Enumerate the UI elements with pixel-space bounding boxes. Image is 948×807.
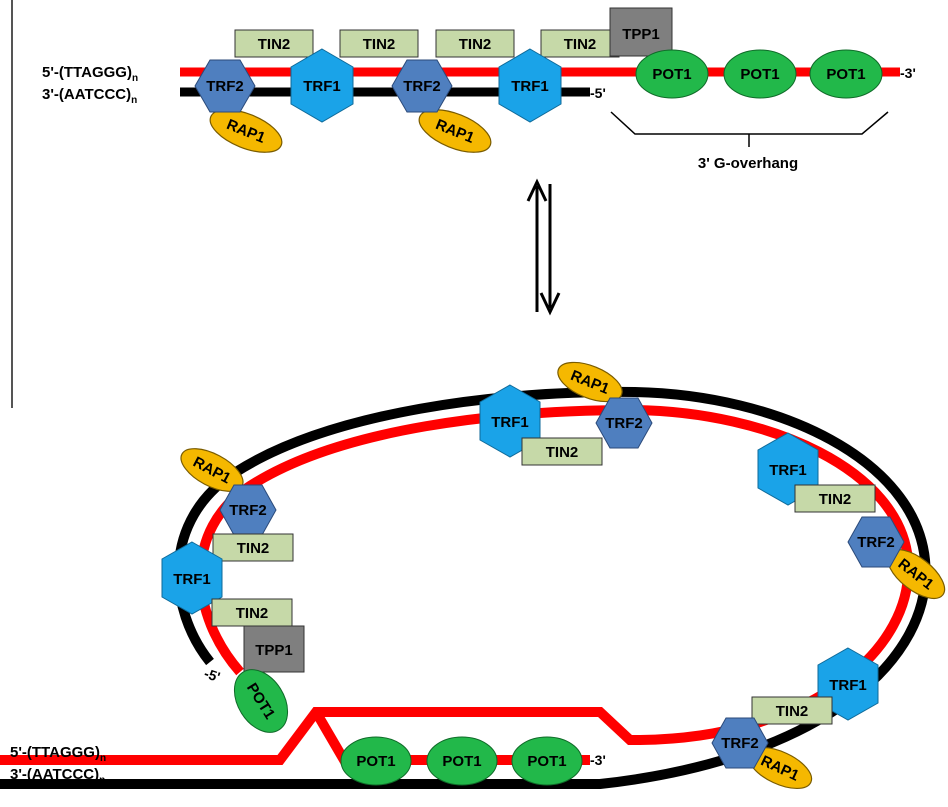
tin2-linear-4-label: TIN2 [564,36,597,53]
trf1-linear-2-label: TRF1 [511,78,549,95]
trf2-linear-2-label: TRF2 [403,78,441,95]
tpp1-loop-left-label: TPP1 [255,642,293,659]
loop-bottom-strand-label: 3'-(AATCCC)n [10,766,105,786]
trf2-linear-1-label: TRF2 [206,78,244,95]
tpp1-loop-left [243,625,305,673]
overhang-label: 3' G-overhang [698,155,798,172]
pot1-linear-2 [723,49,797,99]
rap1-loop-top [557,361,623,403]
tin2-linear-3 [435,29,515,58]
rap1-linear-1 [209,109,283,153]
t-loop: 5'-(TTAGGG)n 3'-(AATCCC)n -3' -5' RAP1 T… [0,361,946,790]
pot1-loop-2-label: POT1 [442,753,481,770]
loop-top-strand-label: 5'-(TTAGGG)n [10,744,106,764]
tpp1-linear [609,7,673,57]
linear-bottom-end-label: -5' [590,85,606,101]
trf1-loop-lower-right [817,647,879,721]
pot1-linear-3-label: POT1 [826,66,865,83]
trf1-loop-top-label: TRF1 [491,414,529,431]
pot1-loop-1-label: POT1 [356,753,395,770]
linear-top-end-label: -3' [900,65,916,81]
rap1-linear-2 [418,109,492,153]
trf1-linear-1 [290,48,354,123]
trf2-linear-2 [391,59,453,113]
tin2-linear-2 [339,29,419,58]
pot1-loop-1 [340,736,412,786]
pot1-linear-2-label: POT1 [740,66,779,83]
trf1-loop-right-label: TRF1 [769,462,807,479]
pot1-loop-left [233,669,289,733]
loop-c-end-label: -5' [202,665,222,685]
overhang-bracket [610,111,889,147]
pot1-linear-3 [809,49,883,99]
tin2-loop-right [794,484,876,513]
tin2-linear-3-label: TIN2 [459,36,492,53]
tin2-loop-lower-right [751,696,833,725]
tin2-loop-left-2 [211,598,293,627]
tin2-loop-lower-right-label: TIN2 [776,703,809,720]
tin2-loop-left-1-label: TIN2 [237,540,270,557]
trf1-linear-1-label: TRF1 [303,78,341,95]
linear-telomere: 5'-(TTAGGG)n 3'-(AATCCC)n -3' -5' RAP1 R… [42,7,916,172]
tin2-linear-1-label: TIN2 [258,36,291,53]
trf1-loop-lower-right-label: TRF1 [829,677,867,694]
pot1-linear-1 [635,49,709,99]
trf1-linear-2 [498,48,562,123]
linear-top-strand-label: 5'-(TTAGGG)n [42,64,138,84]
pot1-loop-3-label: POT1 [527,753,566,770]
trf2-loop-right-label: TRF2 [857,534,895,551]
trf2-loop-top-label: TRF2 [605,415,643,432]
trf2-loop-top [595,397,653,449]
trf2-linear-1 [194,59,256,113]
linear-bottom-strand-label: 3'-(AATCCC)n [42,86,137,106]
equilibrium-arrows [526,178,561,316]
tin2-loop-top [521,437,603,466]
pot1-linear-1-label: POT1 [652,66,691,83]
pot1-loop-3 [511,736,583,786]
trf1-loop-left [161,541,223,615]
trf2-loop-bottom-label: TRF2 [721,735,759,752]
loop-inner-end-label: -3' [590,752,606,768]
pot1-loop-2 [426,736,498,786]
tin2-loop-left-1 [212,533,294,562]
trf2-loop-right [847,516,905,568]
trf2-loop-bottom [711,717,769,769]
tpp1-linear-label: TPP1 [622,26,660,43]
tin2-linear-2-label: TIN2 [363,36,396,53]
trf1-loop-left-label: TRF1 [173,571,211,588]
tin2-loop-top-label: TIN2 [546,444,579,461]
tin2-loop-left-2-label: TIN2 [236,605,269,622]
trf2-loop-left-label: TRF2 [229,502,267,519]
tin2-loop-right-label: TIN2 [819,491,852,508]
tin2-linear-1 [234,29,314,58]
